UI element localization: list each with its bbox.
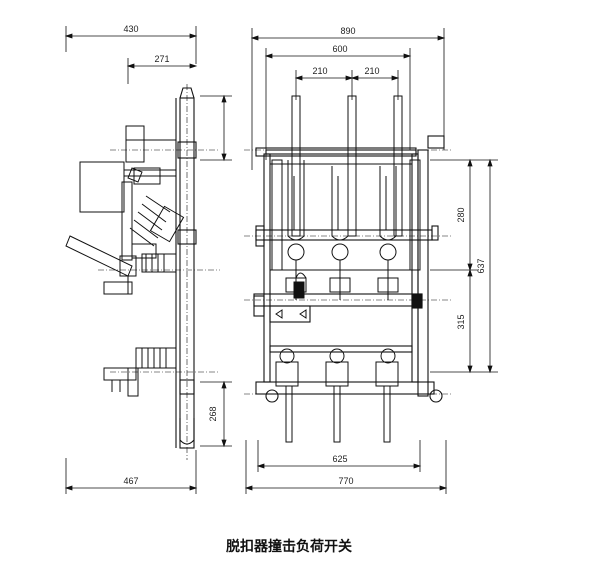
dim-637: 637: [476, 258, 486, 273]
front-center-lines: [244, 149, 452, 395]
side-lower-assembly: [103, 347, 177, 397]
dim-890: 890: [340, 26, 355, 36]
dim-467: 467: [123, 476, 138, 486]
dim-600: 600: [332, 44, 347, 54]
front-dim-lines-top: [250, 28, 446, 170]
dim-430: 430: [123, 24, 138, 34]
dim-770: 770: [338, 476, 353, 486]
dim-268: 268: [208, 406, 218, 421]
front-dim-lines-right: [430, 158, 498, 374]
dim-280: 280: [456, 207, 466, 222]
side-upper-assembly: [65, 125, 185, 295]
dim-210-left: 210: [312, 66, 327, 76]
front-view: 890 600 210 210 625 770 280 315 637: [244, 26, 498, 494]
dim-210-right: 210: [364, 66, 379, 76]
side-view: 430 271 467 268: [64, 24, 232, 494]
side-frame: [175, 87, 197, 449]
dim-315: 315: [456, 314, 466, 329]
side-dim-lines: [64, 26, 232, 494]
figure-caption: 脱扣器撞击负荷开关: [226, 539, 352, 555]
dim-271: 271: [154, 54, 169, 64]
dim-625: 625: [332, 454, 347, 464]
front-dim-lines-bottom: [244, 440, 448, 494]
side-center-lines: [98, 84, 220, 460]
